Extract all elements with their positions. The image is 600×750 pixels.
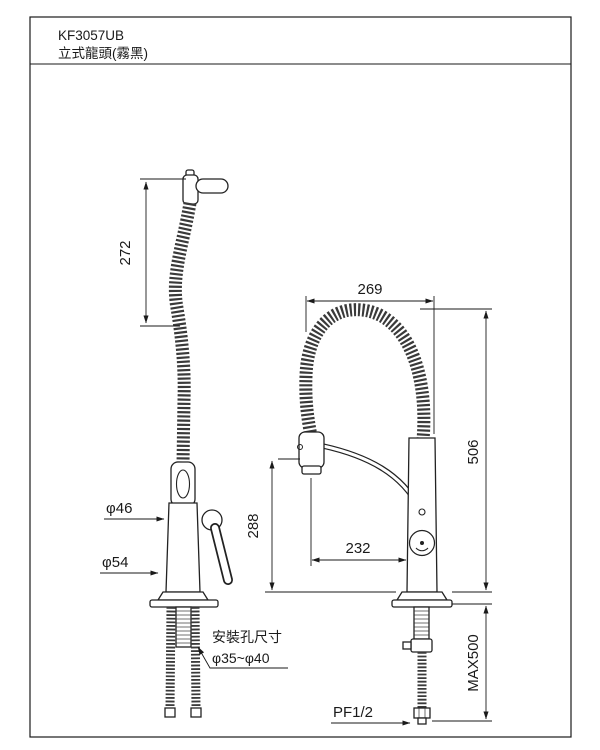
dim-hose-max-label: MAX500 xyxy=(465,634,482,692)
sheet-frame xyxy=(29,16,572,738)
front-view-dimensions xyxy=(100,178,288,669)
dim-body-diameter-label: φ46 xyxy=(106,500,132,517)
model-number: KF3057UB xyxy=(58,28,124,43)
dim-base-diameter-label: φ54 xyxy=(102,554,128,571)
product-name: 立式龍頭(霧黑) xyxy=(58,45,148,61)
side-view-drawing xyxy=(297,303,453,725)
dim-reach-label: 232 xyxy=(345,540,370,557)
dim-spout-height-label: 288 xyxy=(245,513,262,538)
dim-hose-height-label: 272 xyxy=(117,240,134,265)
thread-spec-label: PF1/2 xyxy=(333,704,373,721)
side-coil-hose xyxy=(299,303,431,441)
front-supply-hose-left xyxy=(165,606,176,709)
install-hole-range: φ35~φ40 xyxy=(212,650,270,666)
dim-top-width-label: 269 xyxy=(357,281,382,298)
front-supply-hose-right xyxy=(190,606,201,709)
install-hole-title: 安裝孔尺寸 xyxy=(212,629,282,645)
front-coil-hose xyxy=(168,201,197,465)
side-view-dimensions xyxy=(265,296,492,726)
dim-total-height-label: 506 xyxy=(465,439,482,464)
front-view-drawing xyxy=(149,169,233,718)
